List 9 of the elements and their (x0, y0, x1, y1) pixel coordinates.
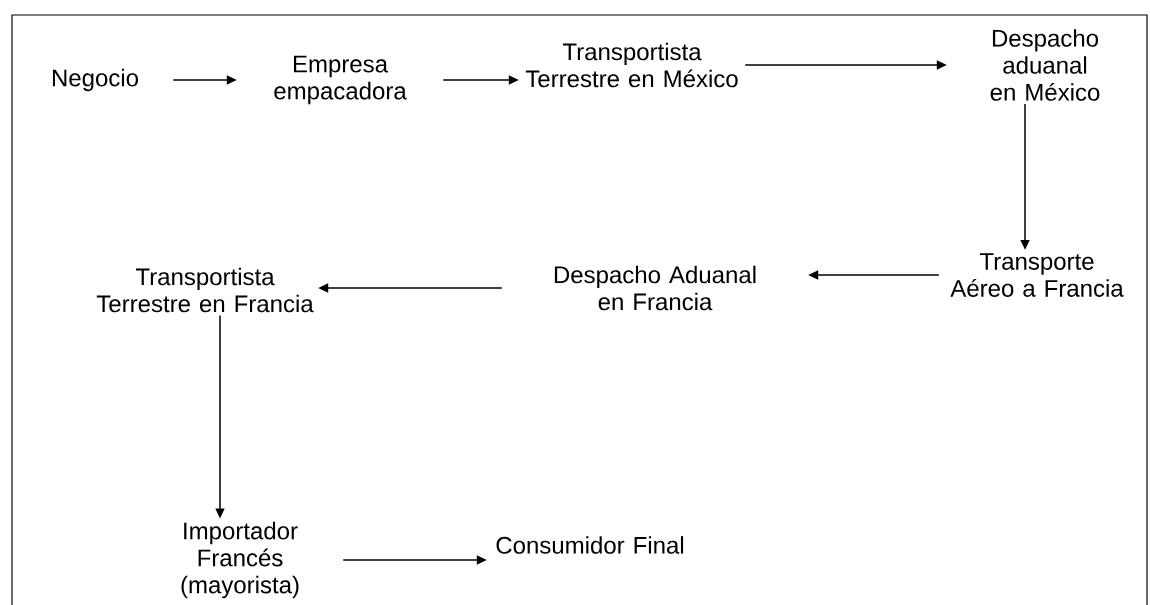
step-text: Empresa empacadora (274, 55, 407, 105)
step-text: Importador Francés (mayorista) (181, 521, 299, 599)
step-text: Transporte Aéreo a Francia (950, 253, 1124, 297)
step-text: Transportista Terrestre en México (525, 42, 738, 88)
step-text: Negocio (52, 68, 138, 92)
step-text: Despacho aduanal en México (990, 29, 1100, 101)
step-text: Transportista Terrestre en Francia (96, 267, 314, 313)
step-text: Despacho Aduanal en Francia (554, 265, 756, 311)
step-text: Consumidor Final (496, 536, 684, 554)
